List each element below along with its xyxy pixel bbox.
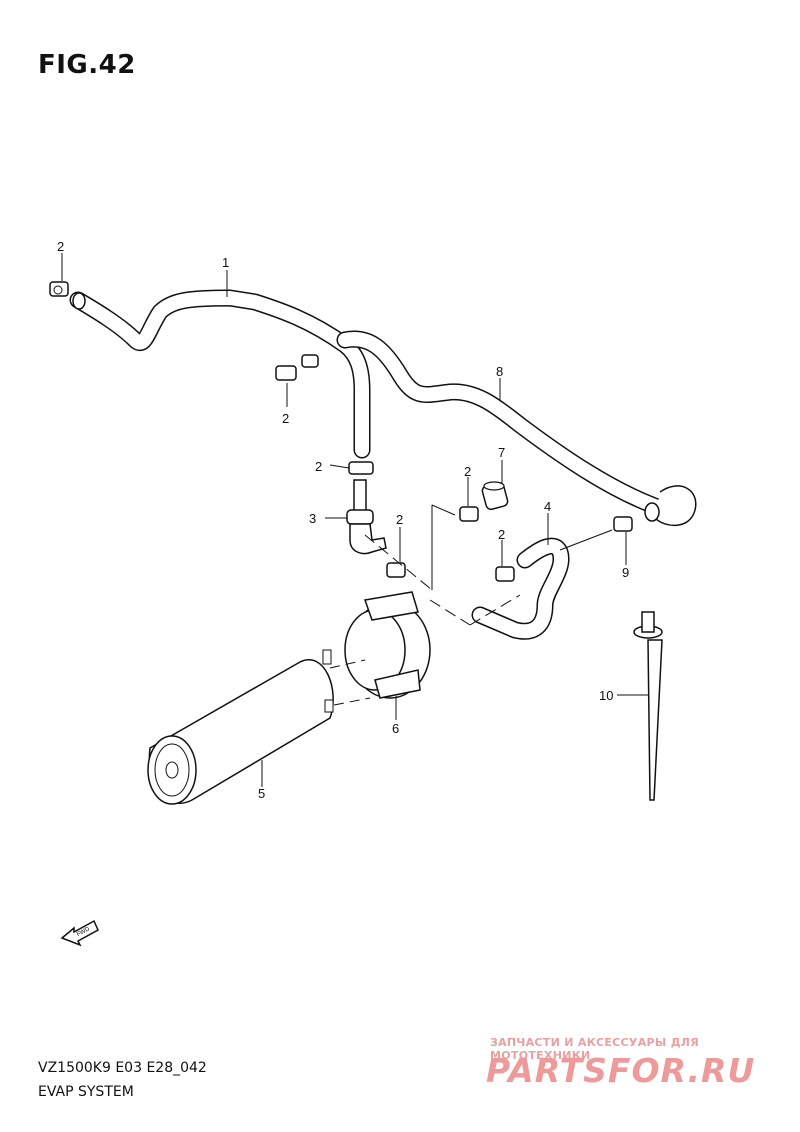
fwd-arrow-icon: FWD bbox=[60, 919, 99, 947]
callout-2-above-valve: 2 bbox=[315, 459, 322, 474]
callout-8: 8 bbox=[496, 364, 503, 379]
system-name: EVAP SYSTEM bbox=[38, 1084, 134, 1100]
callout-5: 5 bbox=[258, 786, 265, 801]
callout-3: 3 bbox=[309, 511, 316, 526]
watermark-brand: PARTSFOR.RU bbox=[486, 1051, 756, 1090]
callout-6: 6 bbox=[392, 721, 399, 736]
watermark-tagline: ЗАПЧАСТИ И АКСЕССУАРЫ ДЛЯ МОТОТЕХНИКИ bbox=[490, 1036, 700, 1062]
callout-2-below-valve: 2 bbox=[396, 512, 403, 527]
clamp-9 bbox=[613, 516, 633, 532]
clamp-2-below-valve bbox=[386, 562, 406, 578]
model-code: VZ1500K9 E03 E28_042 bbox=[38, 1060, 207, 1076]
cable-tie-10 bbox=[633, 611, 663, 801]
callout-2-near-4: 2 bbox=[498, 527, 505, 542]
canister-5 bbox=[147, 649, 334, 805]
clamp-2-top-left bbox=[49, 281, 69, 297]
clamp-2-near-7 bbox=[459, 506, 479, 522]
figure-title: FIG.42 bbox=[38, 50, 136, 80]
valve-3 bbox=[346, 479, 387, 555]
callout-4: 4 bbox=[544, 499, 551, 514]
clamp-2-near-4 bbox=[495, 566, 515, 582]
callout-9: 9 bbox=[622, 565, 629, 580]
clamp-2-mid bbox=[275, 354, 319, 381]
callout-1: 1 bbox=[222, 255, 229, 270]
tube-7 bbox=[481, 481, 509, 511]
leader-lines bbox=[61, 253, 648, 787]
hose-8 bbox=[336, 330, 697, 526]
callout-2-top-left: 2 bbox=[57, 239, 64, 254]
callout-2-mid: 2 bbox=[282, 411, 289, 426]
callout-2-near-7: 2 bbox=[464, 464, 471, 479]
callout-10: 10 bbox=[599, 688, 613, 703]
hose-1 bbox=[69, 289, 371, 459]
bracket-6 bbox=[344, 591, 431, 699]
callout-7: 7 bbox=[498, 445, 505, 460]
hose-4 bbox=[471, 537, 570, 640]
clamp-2-above-valve bbox=[348, 461, 374, 475]
